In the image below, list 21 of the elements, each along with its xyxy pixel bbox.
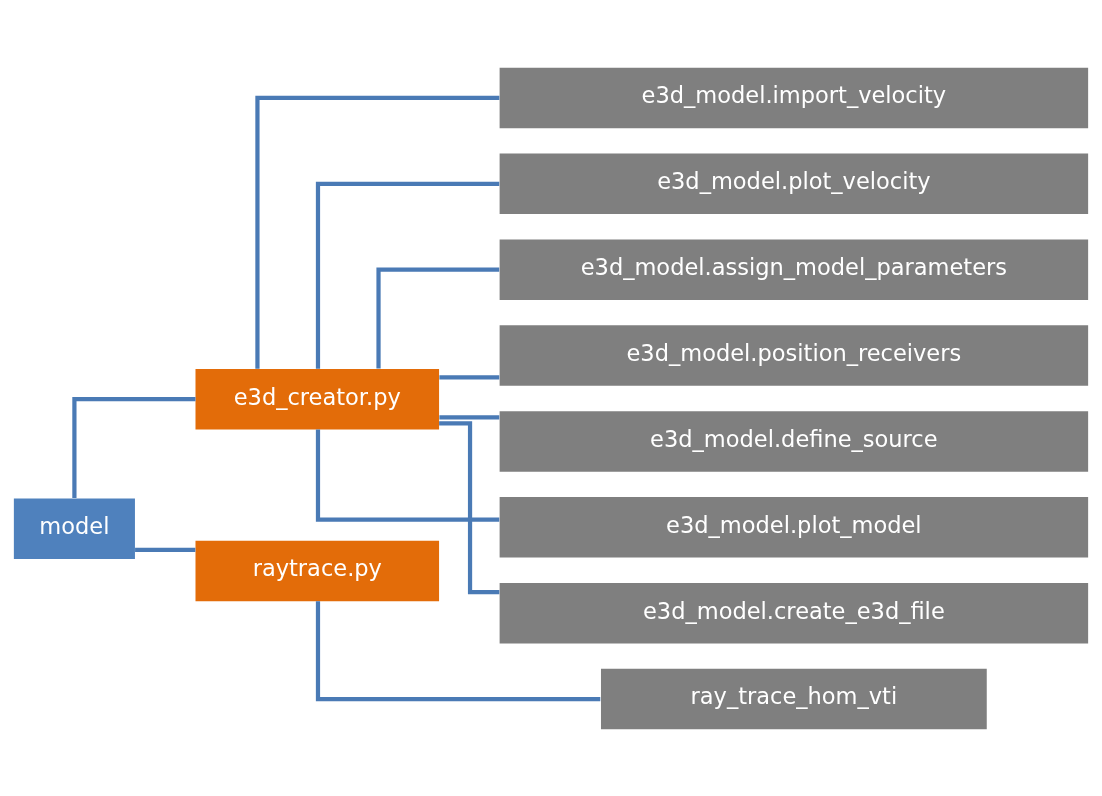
node-box: e3d_model.plot_velocity (499, 153, 1089, 214)
node-box: e3d_model.define_source (499, 410, 1089, 472)
connector (255, 95, 500, 369)
node-box: model (13, 497, 135, 559)
connector (439, 374, 500, 379)
node-box: raytrace.py (195, 540, 440, 601)
node-box: e3d_model.assign_model_parameters (499, 238, 1089, 300)
node-box: e3d_model.plot_model (499, 496, 1089, 558)
node-box: e3d_model.create_e3d_file (499, 582, 1089, 643)
node-box: e3d_creator.py (195, 368, 440, 429)
connector (315, 181, 500, 369)
connector (376, 267, 500, 368)
connector (315, 600, 601, 701)
connector (135, 547, 196, 552)
connector (439, 420, 500, 594)
node-box: e3d_model.position_receivers (499, 324, 1089, 386)
connector (439, 414, 500, 419)
connector (315, 429, 500, 522)
node-box: e3d_model.import_velocity (499, 67, 1089, 128)
connector (72, 396, 196, 498)
node-box: ray_trace_hom_vti (601, 668, 987, 729)
